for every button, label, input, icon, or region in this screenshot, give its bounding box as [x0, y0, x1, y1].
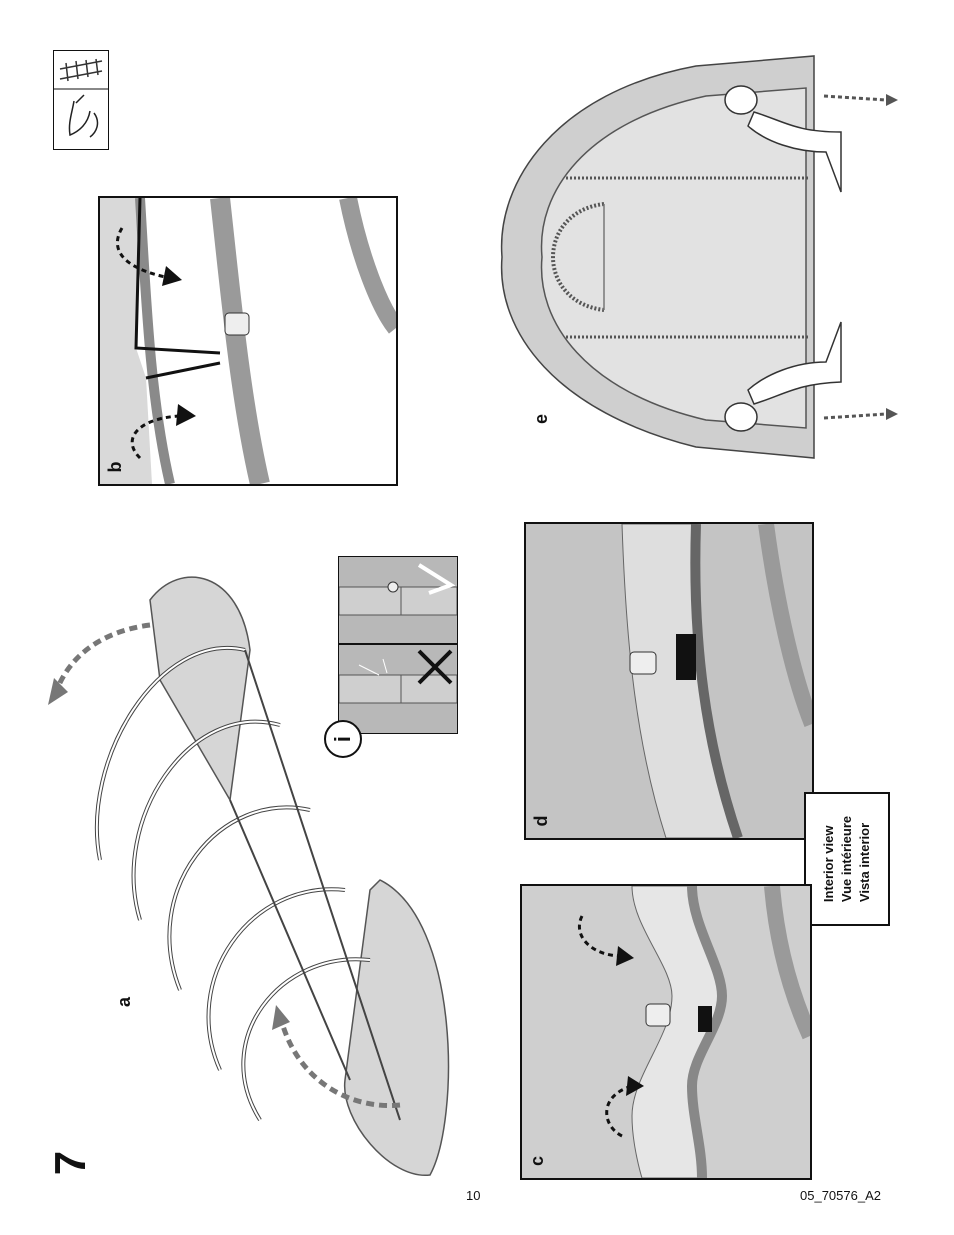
- panel-b-label: b: [105, 461, 125, 473]
- page-number: 10: [466, 1188, 481, 1203]
- tool-icon: [68, 94, 99, 138]
- panel-a-label: a: [114, 997, 134, 1008]
- panel-e-label: e: [531, 414, 551, 425]
- panel-c: c: [520, 884, 812, 1180]
- info-symbol: i: [330, 735, 355, 743]
- info-icon: i: [324, 720, 362, 758]
- panel-d-label: d: [531, 815, 551, 827]
- ladder-icon: [54, 58, 108, 138]
- panel-e-illustration: [496, 52, 900, 462]
- panel-a-illustration: [40, 560, 480, 1190]
- info-detail-wrong: [338, 644, 458, 734]
- interior-view-fr: Vue intérieure: [839, 815, 854, 903]
- panel-c-label: c: [527, 1156, 547, 1167]
- interior-view-label: Interior view Vue intérieure Vista inter…: [804, 792, 890, 926]
- document-code: 05_70576_A2: [800, 1188, 881, 1203]
- tool-icons-box: [53, 50, 109, 150]
- interior-view-en: Interior view: [821, 825, 836, 903]
- interior-view-es: Vista interior: [857, 822, 872, 903]
- info-detail-correct: [338, 556, 458, 644]
- panel-b: b: [98, 196, 398, 486]
- panel-d: d: [524, 522, 814, 840]
